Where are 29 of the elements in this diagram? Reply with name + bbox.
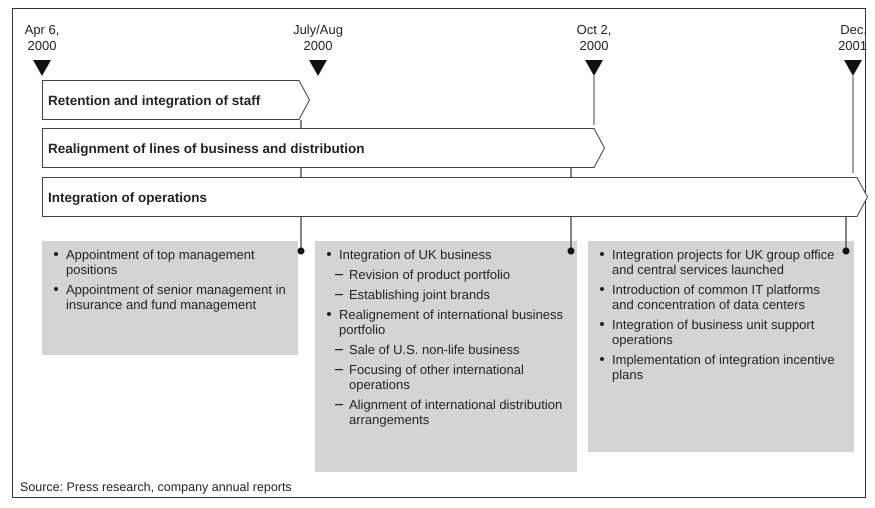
date-label: Apr 6, 2000 bbox=[24, 22, 60, 54]
bullet-item: Integration projects for UK group office and central services launched bbox=[612, 247, 836, 277]
bullet-item: Appointment of senior management in insurance and fund management bbox=[66, 282, 287, 312]
bullet-item: Integration of UK business bbox=[339, 247, 492, 262]
milestone-panel bbox=[315, 241, 577, 472]
phase-title: Realignment of lines of business and distribution bbox=[48, 140, 365, 158]
phase-title: Integration of operations bbox=[48, 188, 208, 207]
sub-list-item: Establishing joint brands bbox=[349, 287, 491, 302]
phase-bar bbox=[42, 80, 310, 120]
phase-bar bbox=[42, 177, 868, 217]
bullet-item: Realignement of international business portfolio bbox=[339, 307, 564, 337]
leader-line bbox=[298, 120, 304, 254]
date-label: July/Aug 2000 bbox=[292, 22, 344, 54]
sub-list-item: Revision of product portfolio bbox=[349, 267, 512, 282]
sub-list-item: Focusing of other international operations bbox=[349, 362, 525, 392]
sub-list-item: Sale of U.S. non-life business bbox=[349, 342, 521, 357]
milestone-panel bbox=[42, 241, 298, 355]
phase-title: Retention and integration of staff bbox=[48, 92, 260, 110]
source-note: Source: Press research, company annual reports bbox=[20, 480, 292, 494]
bullet-item: Implementation of integration incentive plans bbox=[612, 352, 836, 382]
leader-line bbox=[568, 168, 574, 254]
bullet-item: Appointment of top management positions bbox=[66, 247, 256, 277]
date-label: Oct 2, 2000 bbox=[576, 22, 612, 54]
sub-list-item: Alignment of international distribution arrangements bbox=[349, 397, 564, 427]
milestone-panel bbox=[588, 241, 854, 452]
phase-bar bbox=[42, 128, 605, 168]
leader-line bbox=[842, 217, 850, 254]
bullet-item: Integration of business unit support operations bbox=[612, 317, 816, 347]
bullet-item: Introduction of common IT platforms and concentration of data centers bbox=[612, 282, 821, 312]
